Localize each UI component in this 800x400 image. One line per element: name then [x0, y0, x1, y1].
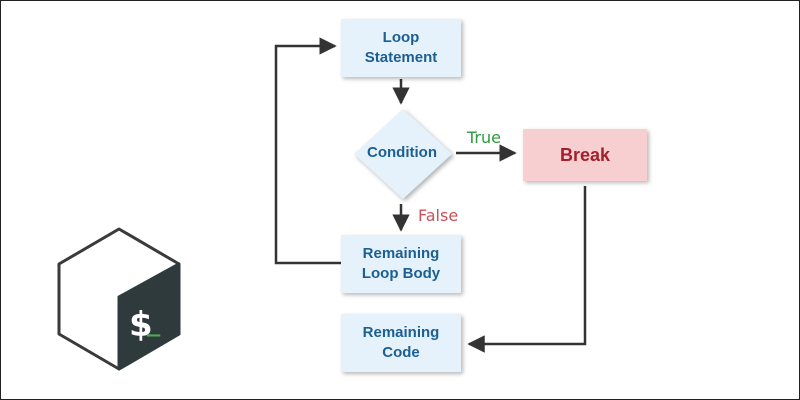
remaining-code-line2: Code	[382, 344, 420, 361]
break-label: Break	[559, 145, 611, 165]
condition-label: Condition	[367, 144, 437, 161]
false-label: False	[418, 206, 459, 225]
arrow-break-to-remaining-code	[467, 186, 587, 353]
loop-statement-line2: Statement	[364, 49, 438, 66]
remaining-code-line1: Remaining	[362, 324, 440, 341]
logo-prompt-symbol: $	[129, 305, 153, 345]
remaining-code-box: Remaining Code	[341, 314, 461, 372]
remaining-loop-body-line1: Remaining	[362, 245, 440, 262]
loop-statement-line1: Loop	[382, 29, 420, 46]
loop-statement-box: Loop Statement	[341, 19, 461, 77]
true-label: True	[467, 128, 501, 147]
remaining-loop-body-box: Remaining Loop Body	[341, 235, 461, 293]
bash-logo-icon: $ _	[57, 227, 181, 371]
condition-diamond	[354, 109, 452, 199]
logo-cursor-symbol: _	[147, 312, 161, 337]
break-box: Break	[523, 129, 647, 181]
remaining-loop-body-line2: Loop Body	[361, 265, 441, 282]
arrow-body-back-to-loop	[274, 37, 341, 265]
